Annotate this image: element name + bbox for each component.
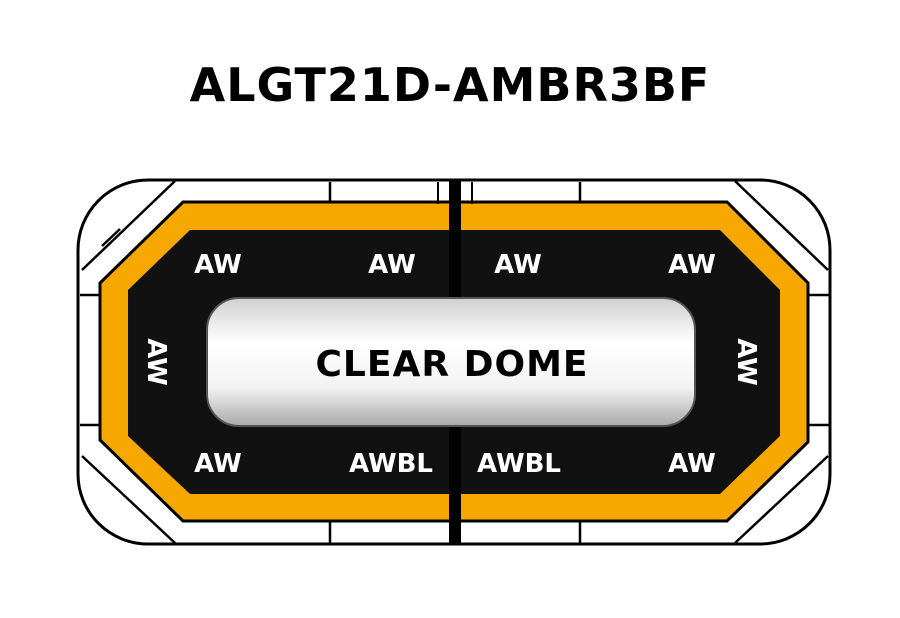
clear-dome — [206, 297, 696, 427]
label-left-end: AW — [141, 338, 171, 386]
label-top-center-right: AW — [494, 250, 542, 280]
label-bottom-center-left: AWBL — [349, 449, 433, 479]
model-title: ALGT21D-AMBR3BF — [189, 58, 711, 112]
label-bottom-center-right: AWBL — [477, 449, 561, 479]
label-top-center-left: AW — [368, 250, 416, 280]
label-right-end: AW — [731, 338, 761, 386]
label-top-right: AW — [668, 250, 716, 280]
housing-segment-lines — [80, 180, 830, 544]
label-top-left: AW — [194, 250, 242, 280]
label-bottom-left: AW — [194, 449, 242, 479]
label-bottom-right: AW — [668, 449, 716, 479]
clear-dome-label: CLEAR DOME — [316, 344, 589, 385]
